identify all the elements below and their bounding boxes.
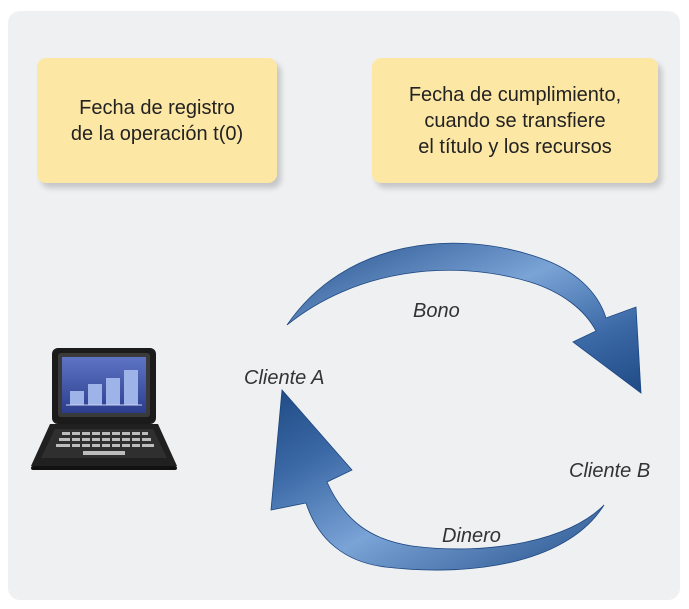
laptop-icon xyxy=(31,348,177,470)
arrow-curved-right-icon xyxy=(286,242,642,394)
label-dinero: Dinero xyxy=(442,525,501,547)
note-fecha-registro: Fecha de registro de la operación t(0) xyxy=(37,58,277,183)
label-cliente-b: Cliente B xyxy=(569,460,651,482)
note-registro-line-1: Fecha de registro xyxy=(79,96,235,119)
label-bono: Bono xyxy=(413,300,460,322)
note-cumplimiento-line-3: el título y los recursos xyxy=(418,135,612,158)
note-cumplimiento-line-1: Fecha de cumplimiento, xyxy=(408,83,622,106)
label-cliente-a: Cliente A xyxy=(244,367,325,389)
note-cumplimiento-line-2: cuando se transfiere xyxy=(424,109,606,132)
arrow-curved-left-icon xyxy=(270,389,605,571)
note-fecha-cumplimiento: Fecha de cumplimiento, cuando se transfi… xyxy=(372,58,658,183)
note-registro-line-2: de la operación t(0) xyxy=(70,122,244,145)
